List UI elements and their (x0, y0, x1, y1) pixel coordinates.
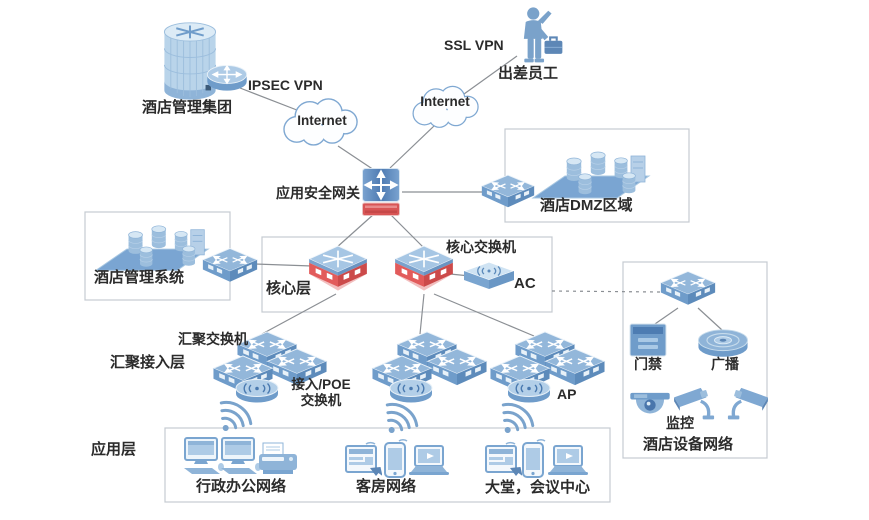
surveillance-label: 监控 (666, 415, 694, 431)
broadcast-label: 广播 (711, 356, 739, 372)
ap-icon (389, 378, 433, 404)
door-access-label: 门禁 (634, 356, 662, 372)
cctv-camera-2-icon (726, 386, 770, 422)
ssl-vpn-label: SSL VPN (444, 37, 504, 53)
core-switch-label: 核心交换机 (446, 239, 516, 255)
device-network-box (622, 261, 768, 459)
core-switch-2-icon (394, 245, 454, 292)
ap-icon (235, 378, 279, 404)
dmz-servers-icon (533, 152, 649, 198)
internet-left-label: Internet (297, 113, 347, 128)
gateway-firewall-icon (361, 167, 401, 217)
hotel-group-label: 酒店管理集团 (141, 99, 232, 116)
access-cluster-2 (371, 331, 488, 404)
agg-switch-label: 汇聚交换机 (178, 331, 248, 347)
poe-switch-label-line1: 接入/POE (291, 377, 351, 392)
ap-icon (507, 378, 551, 404)
laptop-icon (408, 445, 450, 476)
poe-switch-label-line2: 交换机 (300, 393, 342, 408)
ac-label: AC (514, 275, 536, 292)
room-network-label: 客房网络 (356, 478, 417, 495)
desktop-pc-icon (220, 437, 262, 475)
agg-access-layer-label: 汇聚接入层 (110, 354, 186, 371)
desktop-pc-icon (183, 437, 225, 475)
wifi-signal-icon (489, 397, 539, 445)
device-network-label: 酒店设备网络 (643, 436, 734, 453)
dmz-zone-label: 酒店DMZ区域 (540, 197, 633, 214)
office-network-label: 行政办公网络 (196, 478, 287, 495)
printer-icon (258, 442, 298, 475)
door-access-icon (629, 323, 667, 357)
dmz-switch-icon (481, 174, 535, 208)
mgmt-system-label: 酒店管理系统 (94, 269, 185, 286)
ap-label: AP (557, 386, 577, 402)
app-layer-label: 应用层 (91, 441, 137, 458)
mgmt-servers-icon (96, 226, 208, 271)
smartphone-icon (384, 438, 408, 478)
ac-dotted-link (551, 290, 661, 293)
dome-camera-icon (630, 392, 670, 414)
device-network-switch-icon (660, 270, 716, 306)
mgmt-switch-icon (202, 247, 258, 283)
core-layer-box (261, 236, 553, 313)
traveler-label: 出差员工 (498, 65, 559, 82)
hotel-group-router-icon (206, 64, 248, 92)
room-tv-icon (345, 441, 382, 477)
wifi-signal-icon (373, 397, 423, 445)
broadcast-speaker-icon (697, 329, 749, 358)
core-switch-1-icon (308, 245, 368, 292)
hotel-group-server-icon (163, 21, 217, 101)
lobby-network-label: 大堂，会议中心 (485, 479, 591, 496)
traveler-icon (522, 6, 564, 64)
laptop-icon (547, 445, 589, 476)
dmz-zone-box (504, 128, 690, 223)
wifi-signal-icon (207, 395, 257, 443)
smartphone-icon (522, 438, 546, 478)
ac-controller-icon (463, 261, 515, 290)
gateway-label: 应用安全网关 (276, 185, 360, 201)
connection-lines (239, 55, 723, 337)
internet-right-label: Internet (420, 94, 470, 109)
application-layer-box (164, 427, 611, 503)
lobby-tv-icon (485, 441, 522, 477)
ipsec-vpn-label: IPSEC VPN (248, 77, 323, 93)
core-layer-label: 核心层 (266, 280, 312, 297)
access-cluster-3 (489, 331, 606, 404)
